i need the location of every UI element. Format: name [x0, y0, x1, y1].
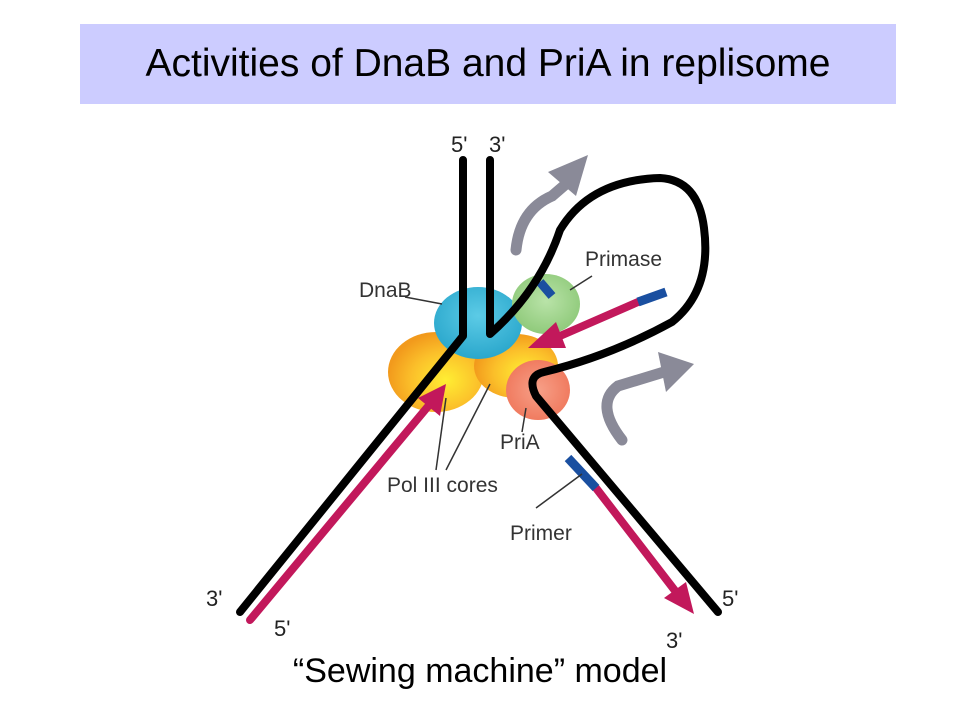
nascent-strand-lagging-lower [592, 484, 694, 614]
label-pria: PriA [500, 431, 540, 454]
slide-title: Activities of DnaB and PriA in replisome [145, 42, 831, 85]
strand-end-bottom-left-inner: 5' [274, 616, 290, 641]
primer-rna-primase [536, 279, 556, 299]
title-bar: Activities of DnaB and PriA in replisome [80, 24, 896, 104]
label-dnab: DnaB [359, 279, 412, 302]
strand-end-top-left: 5' [451, 132, 467, 157]
label-primase: Primase [585, 248, 662, 271]
nascent-strand-leading [246, 384, 446, 624]
dna-strand-lagging-loop [486, 156, 722, 616]
strand-end-bottom-left-outer: 3' [206, 586, 222, 611]
label-primer: Primer [510, 522, 572, 545]
movement-arrow-right [601, 352, 694, 446]
dna-strand-parental-left [236, 156, 467, 616]
diagram-caption: “Sewing machine” model [292, 652, 668, 690]
nascent-strand-lagging-upper [528, 298, 642, 348]
pointer-pria [521, 407, 527, 433]
label-pol-iii-cores: Pol III cores [387, 474, 498, 497]
pointer-primer [535, 473, 583, 509]
pointer-primase [569, 275, 593, 291]
pointer-pol-iii-left [435, 397, 447, 471]
pointer-dnab [404, 296, 443, 305]
movement-arrow-top [510, 155, 588, 256]
strand-end-top-right: 3' [489, 132, 505, 157]
primer-rna-upper [636, 287, 668, 307]
strand-end-bottom-right-inner: 3' [666, 628, 682, 653]
pointer-pol-iii-right [445, 383, 491, 471]
strand-end-bottom-right-outer: 5' [722, 586, 738, 611]
dnab-helicase [434, 287, 522, 359]
pria-protein [506, 360, 570, 420]
primer-rna-lower [564, 454, 600, 492]
